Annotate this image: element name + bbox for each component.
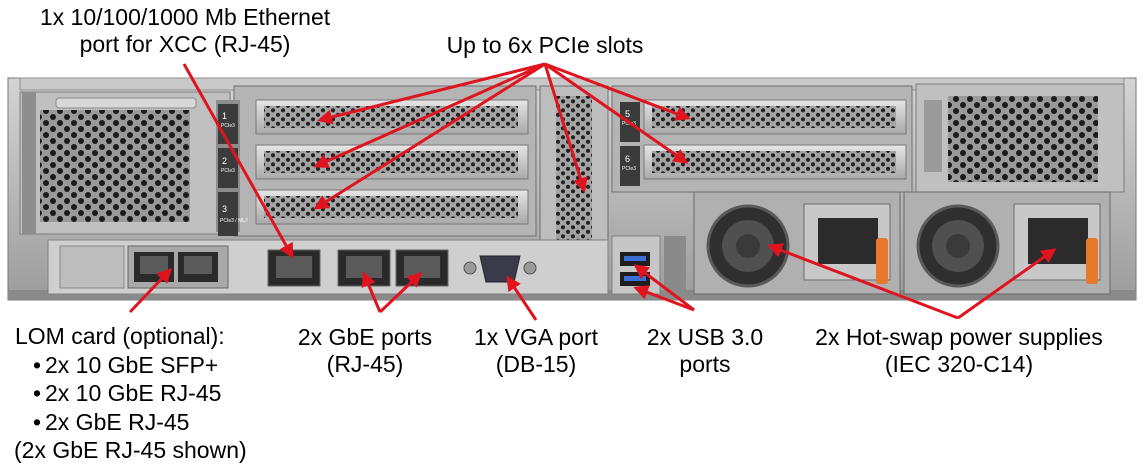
slot-2-number: 2 (222, 156, 227, 166)
right-vent-panel (915, 83, 1125, 193)
slot-6-sub: PCIe3 (622, 166, 636, 172)
slot-3-sub: PCIe3 / ML2 (220, 218, 248, 224)
xcc-label-line1: 1x 10/100/1000 Mb Ethernet (39, 4, 331, 30)
arrow-xcc (182, 63, 294, 259)
arrow-pcie-slot-5 (544, 62, 691, 121)
slot-1-number: 1 (222, 111, 227, 121)
lom-title: LOM card (optional): (15, 323, 225, 349)
lom-item-10gbe-rj45: 2x 10 GbE RJ-45 (15, 379, 247, 408)
arrow-psu-2 (957, 248, 1057, 320)
arrow-pcie-slot-3 (313, 62, 546, 210)
psu-label-line2: (IEC 320-C14) (884, 351, 1034, 377)
xcc-label-line2: port for XCC (RJ-45) (79, 31, 291, 57)
vga-label-line1: 1x VGA port (473, 324, 598, 350)
vga-label-line2: (DB-15) (495, 351, 577, 377)
slot-2-sub: PCIe3 (221, 168, 235, 174)
xcc-port (267, 249, 321, 287)
arrow-vga (506, 275, 538, 321)
arrow-pcie-slot-1 (317, 62, 546, 125)
usb-ports-label: 2x USB 3.0 ports (630, 324, 780, 378)
psu-label-line1: 2x Hot-swap power supplies (815, 324, 1103, 350)
callout-arrows (128, 62, 1057, 321)
usb-ports (611, 235, 661, 295)
pcie-slot-3 (255, 189, 529, 225)
arrow-gbe-1 (361, 271, 382, 313)
power-supply-1 (664, 191, 901, 295)
pcie-slot-1 (255, 99, 529, 135)
gbe-port-2 (395, 249, 449, 287)
slot-5-number: 5 (625, 109, 630, 119)
arrow-pcie-slot-4 (543, 63, 588, 193)
xcc-port-label: 1x 10/100/1000 Mb Ethernet port for XCC … (20, 4, 350, 58)
pcie-label-text: Up to 6x PCIe slots (446, 32, 644, 58)
power-supplies-label: 2x Hot-swap power supplies (IEC 320-C14) (796, 324, 1122, 378)
gbe-label-line2: (RJ-45) (326, 351, 404, 377)
arrow-usb-2 (633, 285, 695, 312)
pcie-slot-2 (255, 144, 529, 180)
left-vent-panel (19, 91, 231, 235)
usb-label-line2: ports (679, 351, 731, 377)
gbe-label-line1: 2x GbE ports (297, 324, 433, 350)
io-panel (47, 239, 609, 295)
arrow-lom (128, 267, 173, 314)
lom-card-label: LOM card (optional): 2x 10 GbE SFP+ 2x 1… (14, 322, 247, 465)
pcie-slot-6 (643, 144, 907, 180)
lom-item-sfp: 2x 10 GbE SFP+ (15, 351, 247, 380)
usb-label-line1: 2x USB 3.0 (646, 324, 764, 350)
arrow-pcie-slot-6 (544, 62, 689, 164)
power-supply-2 (903, 191, 1111, 295)
gbe-ports-label: 2x GbE ports (RJ-45) (280, 324, 450, 378)
pcie-slot-5 (643, 99, 907, 135)
slot-1-sub: PCIe3 (221, 123, 235, 129)
slot-3-number: 3 (222, 204, 227, 214)
lom-item-gbe-rj45: 2x GbE RJ-45 (15, 408, 247, 437)
riser-2: 5 PCIe3 6 PCIe3 (611, 85, 913, 193)
riser-1: 1 PCIe3 2 PCIe3 3 PCIe3 / ML2 (216, 85, 537, 237)
arrow-psu-1 (767, 243, 959, 320)
gbe-port-1 (337, 249, 391, 287)
lom-note: (2x GbE RJ-45 shown) (14, 437, 247, 463)
arrow-gbe-2 (378, 271, 423, 314)
lom-card (127, 245, 229, 289)
arrow-usb-1 (633, 264, 695, 312)
pcie-slots-label: Up to 6x PCIe slots (420, 32, 670, 59)
slot-6-number: 6 (625, 154, 630, 164)
arrow-pcie-slot-2 (313, 62, 546, 168)
vga-port-label: 1x VGA port (DB-15) (460, 324, 612, 378)
